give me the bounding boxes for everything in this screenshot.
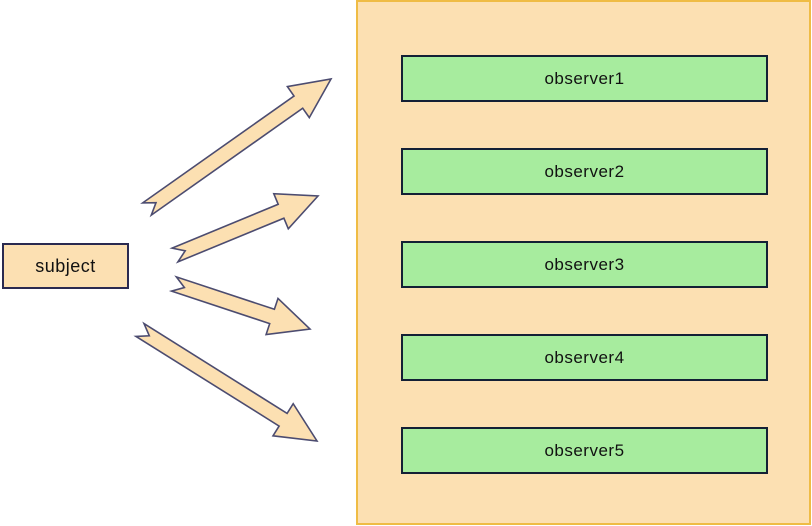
subject-label: subject: [35, 255, 96, 276]
subject-node: subject: [2, 243, 129, 289]
observer-label: observer3: [544, 254, 625, 274]
arrow-4: [133, 321, 319, 442]
observer-label: observer1: [544, 68, 625, 88]
arrow-1: [140, 77, 333, 218]
observer-node-2: observer2: [401, 148, 768, 195]
observer-node-5: observer5: [401, 427, 768, 474]
observer-label: observer4: [544, 347, 625, 367]
observer-node-1: observer1: [401, 55, 768, 102]
arrow-3: [168, 275, 312, 336]
observer-node-4: observer4: [401, 334, 768, 381]
observer-label: observer2: [544, 161, 625, 181]
observer-label: observer5: [544, 440, 625, 460]
arrow-2: [169, 192, 320, 264]
observer-node-3: observer3: [401, 241, 768, 288]
